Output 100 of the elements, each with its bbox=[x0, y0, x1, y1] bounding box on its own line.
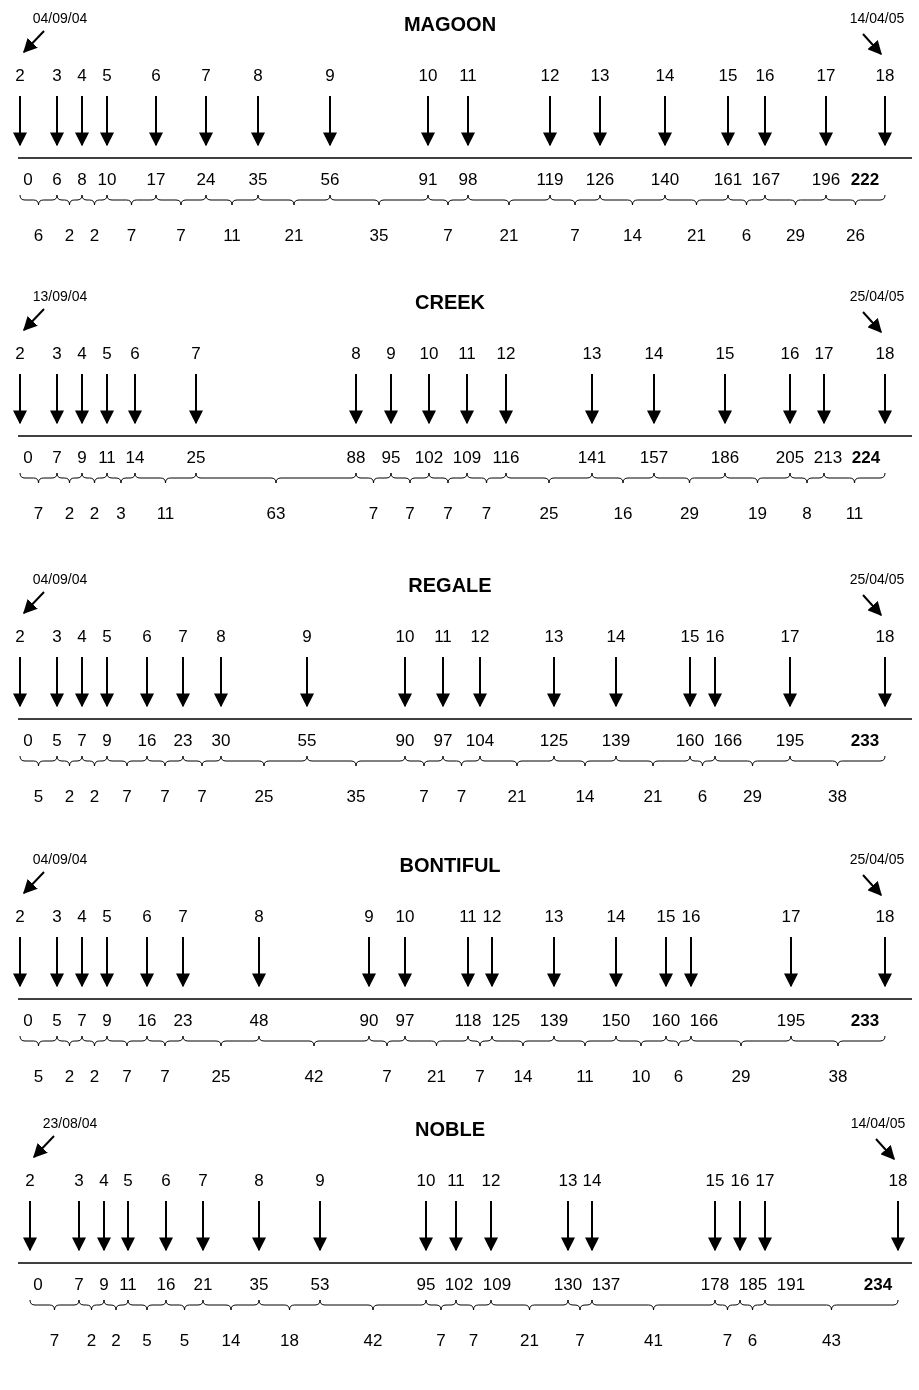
interval-number: 21 bbox=[427, 1067, 446, 1087]
interval-number: 63 bbox=[266, 504, 286, 524]
day-number: 7 bbox=[77, 1011, 87, 1031]
interval-number: 25 bbox=[211, 1067, 231, 1087]
interval-number: 14 bbox=[575, 787, 595, 807]
interval-number: 2 bbox=[64, 787, 75, 807]
stage-number: 13 bbox=[544, 907, 564, 927]
interval-number: 7 bbox=[122, 787, 132, 807]
stage-number: 13 bbox=[590, 66, 610, 86]
day-number: 98 bbox=[458, 170, 478, 190]
day-number: 9 bbox=[102, 731, 112, 751]
interval-number: 25 bbox=[254, 787, 274, 807]
interval-number: 21 bbox=[284, 226, 304, 246]
date-label: 25/04/05 bbox=[849, 570, 905, 589]
interval-number: 21 bbox=[507, 787, 527, 807]
day-number: 90 bbox=[395, 731, 415, 751]
day-number: 95 bbox=[416, 1275, 436, 1295]
day-number: 17 bbox=[146, 170, 166, 190]
day-number: 0 bbox=[33, 1275, 43, 1295]
day-number: 95 bbox=[381, 448, 401, 468]
stage-number: 6 bbox=[142, 627, 152, 647]
interval-number: 38 bbox=[828, 787, 847, 807]
interval-number: 21 bbox=[520, 1331, 539, 1351]
interval-number: 2 bbox=[111, 1331, 121, 1351]
day-number: 178 bbox=[700, 1275, 730, 1295]
stage-number: 9 bbox=[325, 66, 335, 86]
interval-number: 7 bbox=[126, 226, 137, 246]
interval-number: 7 bbox=[405, 504, 415, 524]
stage-number: 11 bbox=[458, 344, 476, 364]
interval-number: 7 bbox=[368, 504, 379, 524]
stage-number: 11 bbox=[459, 907, 477, 927]
day-number: 14 bbox=[125, 448, 145, 468]
stage-number: 6 bbox=[142, 907, 152, 927]
day-number: 150 bbox=[601, 1011, 631, 1031]
interval-number: 7 bbox=[468, 1331, 479, 1351]
interval-number: 29 bbox=[743, 787, 762, 807]
date-label: 25/04/05 bbox=[849, 850, 905, 869]
date-label: 23/08/04 bbox=[42, 1114, 98, 1133]
interval-number: 3 bbox=[116, 504, 126, 524]
stage-number: 10 bbox=[416, 1171, 436, 1191]
chart-title: BONTIFUL bbox=[399, 855, 501, 875]
day-number: 233 bbox=[850, 1011, 880, 1031]
stage-number: 10 bbox=[395, 627, 415, 647]
day-number: 224 bbox=[851, 448, 881, 468]
day-number: 213 bbox=[813, 448, 843, 468]
stage-number: 13 bbox=[558, 1171, 578, 1191]
interval-number: 7 bbox=[382, 1067, 392, 1087]
stage-number: 17 bbox=[816, 66, 836, 86]
stage-number: 10 bbox=[418, 66, 438, 86]
stage-number: 14 bbox=[606, 627, 626, 647]
day-number: 160 bbox=[651, 1011, 681, 1031]
stage-number: 6 bbox=[161, 1171, 171, 1191]
stage-number: 5 bbox=[102, 627, 112, 647]
day-number: 56 bbox=[320, 170, 340, 190]
interval-number: 25 bbox=[539, 504, 559, 524]
interval-number: 21 bbox=[499, 226, 519, 246]
day-number: 91 bbox=[418, 170, 438, 190]
date-label: 14/04/05 bbox=[849, 9, 905, 28]
stage-number: 3 bbox=[74, 1171, 84, 1191]
stage-number: 7 bbox=[191, 344, 201, 364]
stage-number: 12 bbox=[470, 627, 490, 647]
day-number: 196 bbox=[811, 170, 841, 190]
day-number: 160 bbox=[675, 731, 705, 751]
day-number: 102 bbox=[444, 1275, 474, 1295]
interval-number: 2 bbox=[64, 1067, 75, 1087]
day-number: 126 bbox=[585, 170, 615, 190]
stage-number: 3 bbox=[52, 344, 62, 364]
interval-number: 5 bbox=[142, 1331, 152, 1351]
day-number: 23 bbox=[173, 731, 193, 751]
interval-number: 5 bbox=[33, 1067, 44, 1087]
stage-number: 12 bbox=[481, 1171, 501, 1191]
stage-number: 7 bbox=[201, 66, 211, 86]
interval-number: 42 bbox=[304, 1067, 324, 1087]
interval-number: 6 bbox=[697, 787, 708, 807]
chart-title: MAGOON bbox=[403, 14, 497, 34]
day-number: 11 bbox=[98, 448, 116, 468]
stage-number: 10 bbox=[395, 907, 415, 927]
stage-number: 9 bbox=[315, 1171, 325, 1191]
stage-number: 15 bbox=[705, 1171, 725, 1191]
stage-number: 12 bbox=[482, 907, 502, 927]
day-number: 7 bbox=[74, 1275, 84, 1295]
day-number: 21 bbox=[193, 1275, 213, 1295]
interval-number: 35 bbox=[346, 787, 366, 807]
day-number: 8 bbox=[77, 170, 87, 190]
interval-number: 6 bbox=[33, 226, 44, 246]
interval-number: 38 bbox=[828, 1067, 848, 1087]
date-label: 04/09/04 bbox=[32, 570, 88, 589]
date-label: 04/09/04 bbox=[32, 9, 88, 28]
stage-number: 15 bbox=[680, 627, 700, 647]
day-number: 125 bbox=[539, 731, 569, 751]
interval-number: 14 bbox=[623, 226, 642, 246]
day-number: 140 bbox=[650, 170, 680, 190]
stage-number: 3 bbox=[52, 907, 62, 927]
stage-number: 10 bbox=[419, 344, 439, 364]
day-number: 109 bbox=[452, 448, 482, 468]
stage-number: 13 bbox=[544, 627, 564, 647]
day-number: 104 bbox=[465, 731, 495, 751]
interval-number: 7 bbox=[443, 504, 453, 524]
stage-number: 18 bbox=[875, 907, 895, 927]
day-number: 25 bbox=[186, 448, 206, 468]
